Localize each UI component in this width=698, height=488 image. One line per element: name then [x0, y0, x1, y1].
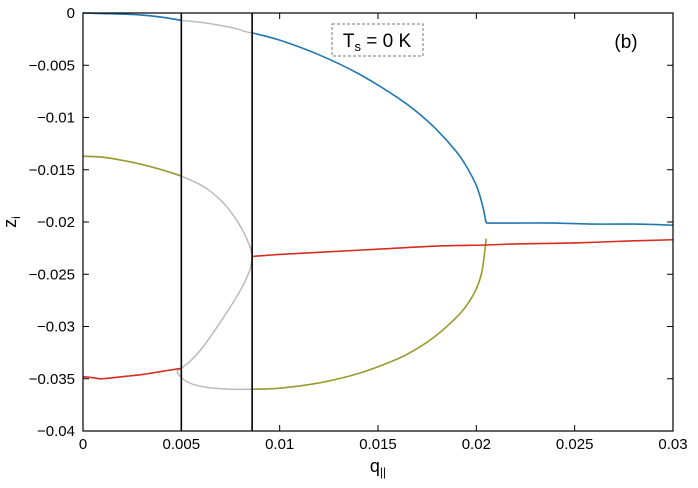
y-tick-label: −0.03 [37, 319, 75, 336]
x-axis-label: q|| [370, 456, 386, 479]
series-line-red-9 [252, 238, 674, 258]
series-line-olive-6 [82, 155, 182, 177]
y-tick-label: −0.02 [37, 214, 75, 231]
x-tick-label: 0.02 [462, 436, 491, 453]
series-line-gray-0 [82, 12, 253, 34]
series-line-gray-2 [176, 256, 253, 391]
plot-frame [82, 12, 674, 432]
series-line-olive-7 [252, 238, 487, 390]
y-tick-label: −0.04 [37, 423, 75, 440]
x-tick-label: 0.005 [163, 436, 201, 453]
x-tick-label: 0.01 [265, 436, 294, 453]
y-tick-label: −0.015 [29, 162, 75, 179]
y-tick-label: −0.035 [29, 371, 75, 388]
y-tick-label: 0 [67, 5, 75, 22]
series-line-blue-5 [486, 222, 674, 226]
y-axis-label: zi [0, 216, 23, 228]
annotation-text: Ts = 0 K [343, 31, 412, 54]
panel-label: (b) [614, 32, 637, 53]
y-tick-label: −0.01 [37, 110, 75, 127]
series-line-blue-3 [82, 12, 182, 22]
annotation-frame [331, 23, 424, 57]
series-line-red-8 [82, 367, 182, 380]
axis-ticks: 0 0.005 0.01 0.015 0.02 0.025 0.03 0 −0.005 −0.01… [29, 5, 688, 453]
series-line-blue-4 [251, 32, 487, 224]
x-tick-label: 0 [79, 436, 87, 453]
plot-content [82, 12, 674, 431]
x-tick-label: 0.015 [359, 436, 397, 453]
y-tick-label: −0.025 [29, 266, 75, 283]
y-tick-label: −0.005 [29, 57, 75, 74]
x-tick-label: 0.025 [556, 436, 594, 453]
x-tick-label: 0.03 [658, 436, 687, 453]
annotation-box: Ts = 0 K [331, 23, 424, 57]
